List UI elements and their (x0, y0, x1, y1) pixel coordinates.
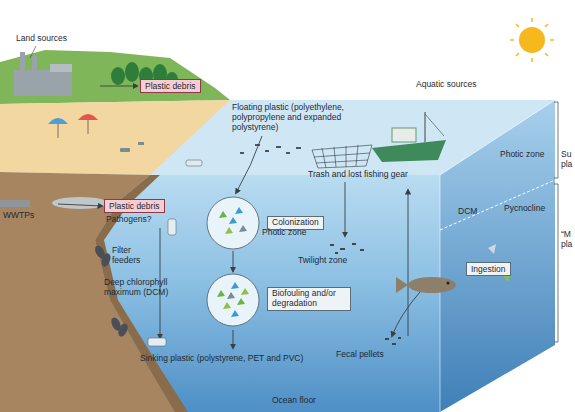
zone-label: Photic zone (500, 150, 544, 160)
beach (0, 100, 230, 175)
magnified-circle (205, 195, 261, 251)
cut-off-label: Su (561, 150, 571, 160)
magnified-circle (205, 272, 261, 328)
bottle (186, 160, 202, 166)
zone-label: Pycnocline (504, 204, 545, 214)
pipe (0, 200, 30, 207)
process-label: Fecal pellets (336, 350, 384, 360)
sun (510, 18, 554, 62)
umbrellas (48, 114, 98, 138)
ingestion-box: Ingestion (466, 262, 511, 276)
biofouling-node: Biofouling and/or degradation (205, 272, 345, 330)
factory (14, 52, 72, 96)
zone-label: Deep chlorophyll maximum (DCM) (104, 278, 176, 298)
box-label: Colonization (272, 218, 319, 228)
organism-label: Filter feeders (112, 246, 156, 266)
plastic-debris-box: Plastic debris (140, 79, 201, 93)
cut-off-label: pla (561, 240, 572, 250)
box-label: Biofouling and/or degradation (272, 289, 346, 309)
zone-label: Twilight zone (298, 256, 347, 266)
box-label: Ingestion (471, 264, 506, 274)
zone-label: DCM (458, 207, 477, 217)
plastic-type-label: Sinking plastic (polystyrene, PET and PV… (140, 354, 303, 364)
land (0, 50, 230, 104)
fishing-boat (372, 112, 446, 162)
ocean-side (440, 100, 555, 412)
note-label: Pathogens? (106, 215, 151, 225)
source-label: Aquatic sources (416, 80, 476, 90)
source-label: WWTPs (3, 211, 34, 221)
fish (396, 277, 456, 293)
pathway-arrow (233, 251, 234, 272)
seabed (0, 172, 175, 412)
colonization-node: Colonization (205, 195, 333, 251)
source-label: Land sources (16, 34, 67, 44)
plastic-type-label: Floating plastic (polyethylene, polyprop… (232, 103, 356, 132)
fishing-net (312, 145, 372, 168)
plastic-debris-box: Plastic debris (104, 199, 165, 213)
floating-particles (240, 144, 301, 154)
zone-label: Photic zone (262, 228, 306, 238)
cut-off-label: pla (561, 160, 572, 170)
box-label: Plastic debris (109, 201, 160, 211)
source-label: Trash and lost fishing gear (308, 170, 408, 180)
box-label: Plastic debris (145, 81, 196, 91)
label-box: Biofouling and/or degradation (267, 287, 351, 311)
zone-label: Ocean floor (272, 396, 316, 406)
cut-off-label: “M (561, 230, 571, 240)
